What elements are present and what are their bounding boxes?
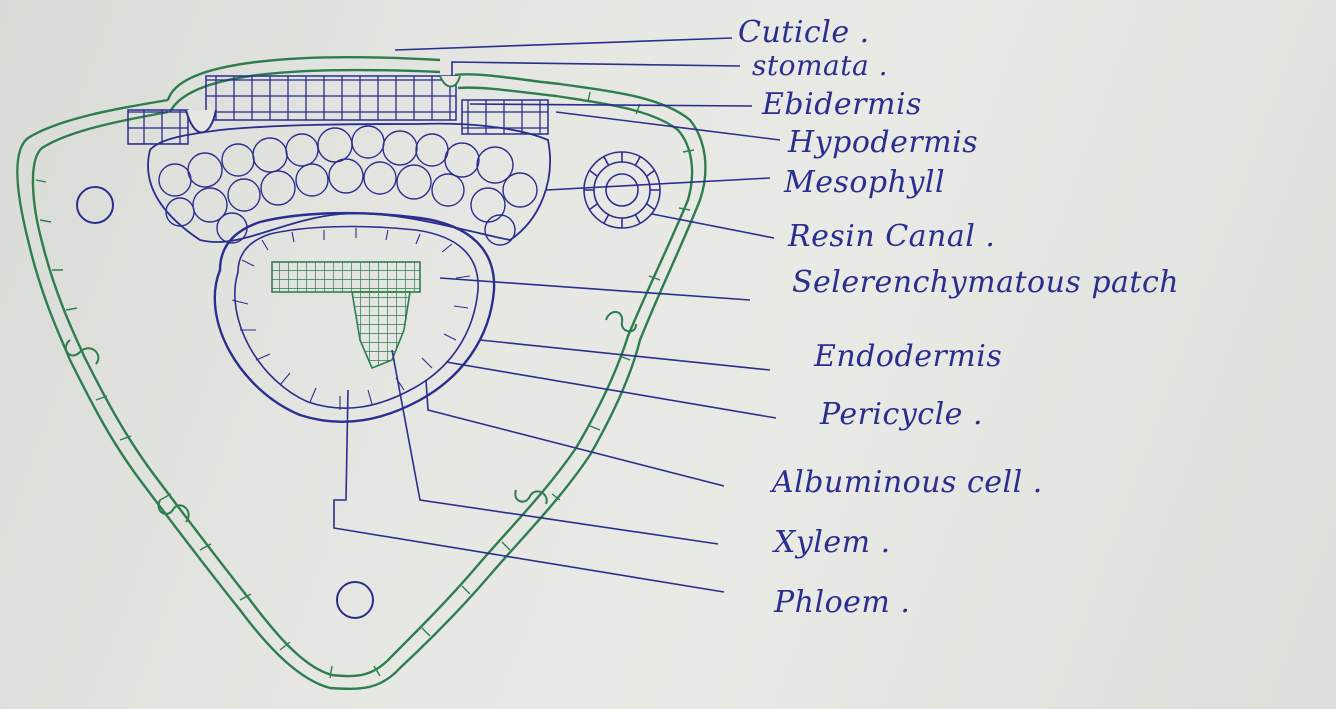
label-xylem: Xylem . — [774, 528, 891, 558]
label-cuticle: Cuticle . — [738, 18, 870, 48]
outer-notches — [66, 312, 636, 522]
label-phloem: Phloem . — [774, 588, 910, 618]
label-stomata: stomata . — [752, 52, 888, 80]
label-resin-canal: Resin Canal . — [788, 222, 995, 252]
epidermis-outline — [17, 57, 705, 689]
stomata-notch-left — [186, 110, 216, 133]
sclerenchymatous-patch — [272, 262, 420, 292]
label-albuminous-cell: Albuminous cell . — [772, 468, 1043, 498]
resin-canal-bottom — [337, 582, 373, 618]
resin-canal-left — [77, 187, 113, 223]
label-sclerenchymatous-patch: Selerenchymatous patch — [792, 268, 1179, 298]
label-hypodermis: Hypodermis — [788, 128, 978, 158]
label-mesophyll: Mesophyll — [784, 168, 945, 198]
label-pericycle: Pericycle . — [820, 400, 983, 430]
transfusion-cells — [232, 228, 470, 410]
resin-canal — [584, 152, 660, 228]
hypodermis-cells — [206, 76, 456, 120]
vascular-bundle — [352, 292, 410, 368]
label-epidermis: Ebidermis — [762, 90, 922, 120]
label-endodermis: Endodermis — [814, 342, 1002, 372]
hypodermis-cells-left — [128, 110, 188, 144]
